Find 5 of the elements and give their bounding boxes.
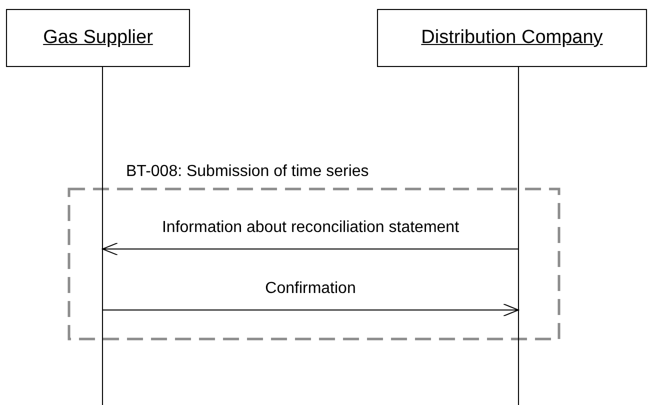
message-arrow bbox=[102, 242, 519, 256]
message-arrow bbox=[102, 304, 519, 316]
fragment-title: BT-008: Submission of time series bbox=[126, 163, 369, 181]
participant-name: Distribution Company bbox=[421, 27, 603, 49]
participant-name: Gas Supplier bbox=[43, 27, 153, 49]
